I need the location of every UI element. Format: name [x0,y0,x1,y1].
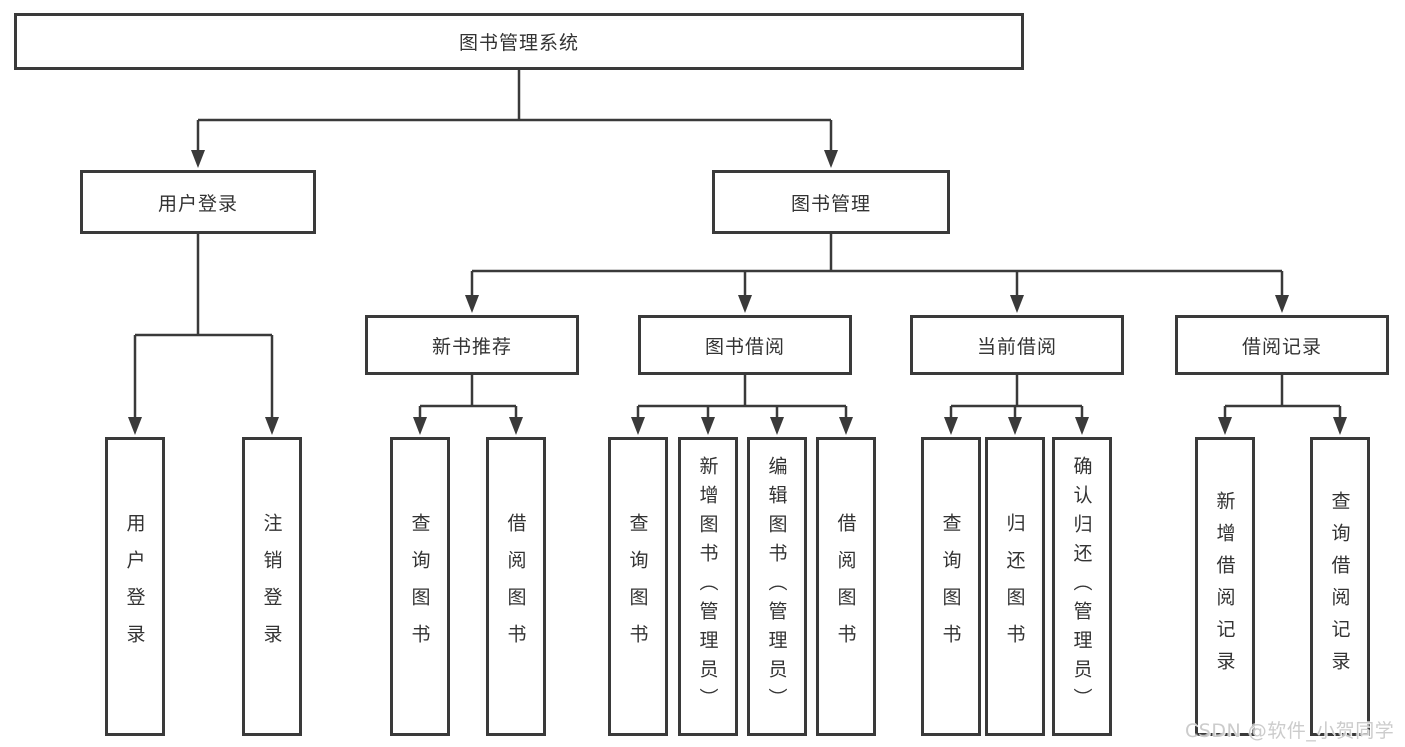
arrow-down-icon [265,417,279,435]
leaf-cb-return-books: 归还图书 [985,437,1045,736]
node-user-login: 用户登录 [80,170,316,234]
arrow-down-icon [770,417,784,435]
leaf-br-query-record: 查询借阅记录 [1310,437,1370,736]
arrow-down-icon [738,295,752,313]
arrow-down-icon [1333,417,1347,435]
leaf-bb-borrow-books-label: 借阅图书 [834,512,857,661]
node-root: 图书管理系统 [14,13,1024,70]
node-borrow-records-label: 借阅记录 [1241,335,1322,358]
leaf-cb-confirm-return-admin: 确认归还（管理员） [1052,437,1112,736]
leaf-bb-add-books-admin-label: 新增图书（管理员） [696,456,719,717]
arrow-down-icon [128,417,142,435]
arrowheads [128,150,1347,435]
leaf-br-add-record: 新增借阅记录 [1195,437,1255,736]
arrow-down-icon [1275,295,1289,313]
leaf-bb-query-books: 查询图书 [608,437,668,736]
leaf-logout-label: 注销登录 [260,512,283,661]
leaf-cb-confirm-return-admin-label: 确认归还（管理员） [1070,456,1093,717]
leaf-bb-add-books-admin: 新增图书（管理员） [678,437,738,736]
node-borrow-records: 借阅记录 [1175,315,1389,375]
connector-current-borrow [949,375,1084,419]
node-user-login-label: 用户登录 [157,192,238,215]
arrow-down-icon [1218,417,1232,435]
arrow-down-icon [631,417,645,435]
connector-user-login [133,234,274,419]
watermark: CSDN @软件_小贺同学 [1185,720,1395,742]
node-current-borrow-label: 当前借阅 [976,335,1057,358]
node-book-management: 图书管理 [712,170,950,234]
leaf-cb-query-books: 查询图书 [921,437,981,736]
arrow-down-icon [701,417,715,435]
leaf-user-login: 用户登录 [105,437,165,736]
arrow-down-icon [1010,295,1024,313]
leaf-bb-query-books-label: 查询图书 [626,512,649,661]
leaf-br-query-record-label: 查询借阅记录 [1328,490,1351,683]
leaf-cb-return-books-label: 归还图书 [1003,512,1026,661]
arrow-down-icon [509,417,523,435]
arrow-down-icon [465,295,479,313]
node-new-book-recommend-label: 新书推荐 [431,335,512,358]
arrow-down-icon [191,150,205,168]
arrow-down-icon [413,417,427,435]
connector-borrow-records [1223,375,1342,419]
leaf-nbr-borrow-books-label: 借阅图书 [504,512,527,661]
leaf-br-add-record-label: 新增借阅记录 [1213,490,1236,683]
arrow-down-icon [944,417,958,435]
node-book-borrow-label: 图书借阅 [704,335,785,358]
arrow-down-icon [824,150,838,168]
leaf-logout: 注销登录 [242,437,302,736]
leaf-nbr-query-books-label: 查询图书 [408,512,431,661]
arrow-down-icon [1075,417,1089,435]
connector-new-book-recommend [418,375,518,419]
node-new-book-recommend: 新书推荐 [365,315,579,375]
node-root-label: 图书管理系统 [458,32,579,54]
leaf-nbr-query-books: 查询图书 [390,437,450,736]
leaf-bb-edit-books-admin-label: 编辑图书（管理员） [765,456,788,717]
connector-root [196,70,833,152]
arrow-down-icon [1008,417,1022,435]
arrow-down-icon [839,417,853,435]
leaf-bb-edit-books-admin: 编辑图书（管理员） [747,437,807,736]
leaf-cb-query-books-label: 查询图书 [939,512,962,661]
connector-book-management [470,234,1284,297]
leaf-nbr-borrow-books: 借阅图书 [486,437,546,736]
leaf-bb-borrow-books: 借阅图书 [816,437,876,736]
leaf-user-login-label: 用户登录 [123,512,146,661]
connector-book-borrow [636,375,848,419]
node-book-management-label: 图书管理 [790,192,871,215]
node-book-borrow: 图书借阅 [638,315,852,375]
node-current-borrow: 当前借阅 [910,315,1124,375]
